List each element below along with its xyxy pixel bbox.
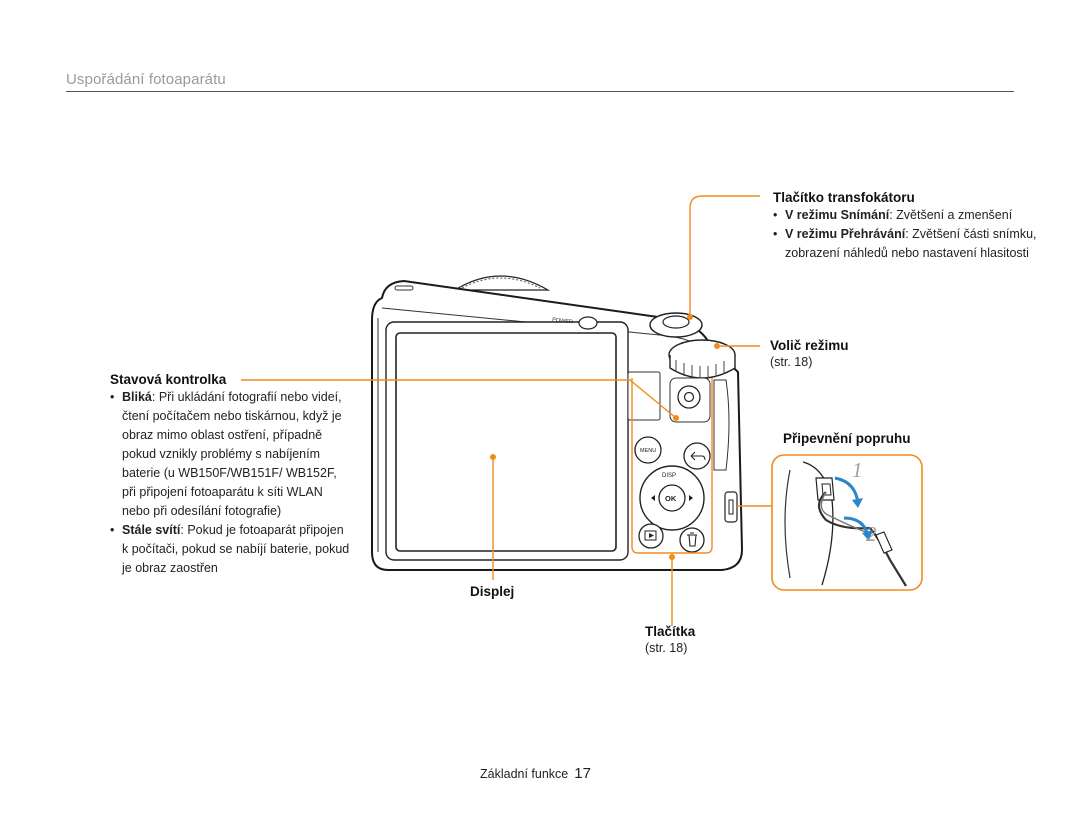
mode-dial-callout: Volič režimu (str. 18) bbox=[770, 338, 849, 372]
buttons-callout-ref: (str. 18) bbox=[645, 641, 688, 655]
status-lamp-callout: Stavová kontrolka Bliká: Při ukládání fo… bbox=[110, 372, 350, 578]
power-label: POWER bbox=[552, 317, 573, 325]
strap-lug bbox=[724, 491, 738, 523]
status-item-state: Bliká bbox=[122, 390, 152, 404]
menu-button bbox=[634, 436, 662, 464]
mode-dial-ref: (str. 18) bbox=[770, 355, 813, 369]
display-callout-title: Displej bbox=[470, 584, 515, 599]
control-panel bbox=[627, 371, 730, 471]
zoom-item-mode: V režimu Snímání bbox=[785, 208, 890, 222]
zoom-callout: Tlačítko transfokátoru V režimu Snímání:… bbox=[773, 190, 1053, 263]
zoom-item-mode: V režimu Přehrávání bbox=[785, 227, 906, 241]
status-item-state: Stále svítí bbox=[122, 523, 181, 537]
disp-label: DISP bbox=[662, 473, 676, 479]
status-lamp-list: Bliká: Při ukládání fotografií nebo vide… bbox=[110, 388, 350, 578]
page-number: 17 bbox=[574, 765, 591, 782]
status-item-text: : Při ukládání fotografií nebo videí, čt… bbox=[122, 390, 342, 518]
page-footer: Základní funkce 17 bbox=[480, 765, 591, 782]
lcd-screen bbox=[395, 332, 617, 552]
shutter-zoom bbox=[649, 312, 703, 338]
buttons-callout: Tlačítka (str. 18) bbox=[645, 624, 695, 658]
header-rule bbox=[66, 91, 1014, 92]
mode-dial-title: Volič režimu bbox=[770, 338, 849, 353]
zoom-callout-item: V režimu Snímání: Zvětšení a zmenšení bbox=[773, 206, 1053, 225]
strap-callout-title: Připevnění popruhu bbox=[783, 431, 911, 446]
lens-ring bbox=[452, 275, 551, 291]
leader-dots bbox=[490, 314, 720, 560]
zoom-item-text: : Zvětšení části snímku, zobrazení náhle… bbox=[785, 227, 1037, 260]
buttons-callout-title: Tlačítka bbox=[645, 624, 696, 639]
zoom-callout-title: Tlačítko transfokátoru bbox=[773, 190, 915, 205]
footer-section: Základní funkce bbox=[480, 767, 569, 781]
zoom-callout-item: V režimu Přehrávání: Zvětšení části sním… bbox=[773, 225, 1053, 263]
strap-step-2-label: 2 bbox=[866, 522, 877, 546]
status-lamp-item: Stále svítí: Pokud je fotoaparát připoje… bbox=[110, 521, 350, 578]
power-button bbox=[578, 316, 598, 330]
menu-label: MENU bbox=[640, 448, 656, 454]
playback-button bbox=[638, 523, 664, 549]
delete-button bbox=[679, 527, 705, 553]
status-lamp-title: Stavová kontrolka bbox=[110, 372, 227, 387]
back-button bbox=[683, 442, 711, 470]
zoom-callout-list: V režimu Snímání: Zvětšení a zmenšení V … bbox=[773, 206, 1053, 263]
zoom-item-text: : Zvětšení a zmenšení bbox=[889, 208, 1013, 222]
nav-ring bbox=[639, 465, 705, 531]
strap-inset bbox=[771, 454, 923, 591]
strap-step-1-label: 1 bbox=[852, 458, 863, 482]
page-header-title: Uspořádání fotoaparátu bbox=[66, 71, 226, 88]
leader-lines bbox=[241, 195, 772, 626]
status-item-text: : Pokud je fotoaparát připojen k počítač… bbox=[122, 523, 350, 575]
ok-label: OK bbox=[665, 494, 677, 503]
status-lamp-item: Bliká: Při ukládání fotografií nebo vide… bbox=[110, 388, 350, 521]
